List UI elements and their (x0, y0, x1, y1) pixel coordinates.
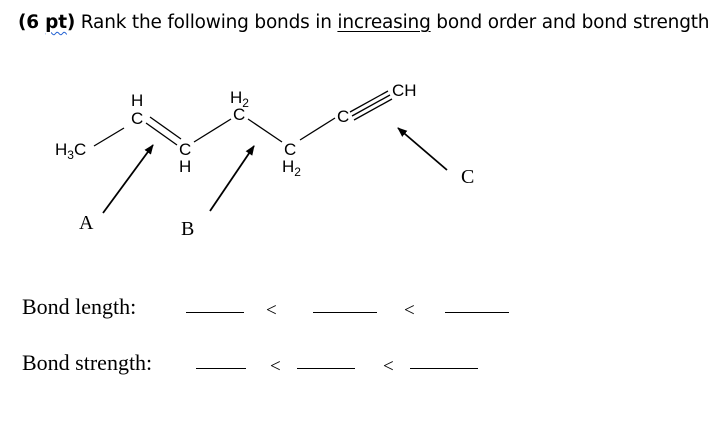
bond-c5-c6 (299, 117, 336, 141)
question-prompt: (6 pt) Rank the following bonds in incre… (18, 12, 710, 33)
bond-strength-blank-1[interactable] (196, 368, 246, 369)
bond-c4-c5 (247, 118, 283, 143)
bond-label-c: C (461, 166, 474, 188)
atom-c3-h: H (179, 157, 191, 176)
bond-strength-blank-3[interactable] (410, 368, 478, 369)
bond-strength-blank-2[interactable] (297, 368, 355, 369)
question-emphasis: increasing (337, 12, 431, 33)
arrow-c (397, 127, 448, 171)
bond-length-blank-2[interactable] (313, 312, 377, 313)
bond-length-separator-1: < (266, 300, 277, 321)
bond-c6-ch-triple-3 (353, 98, 393, 121)
bond-length-label: Bond length: (22, 294, 137, 319)
bond-c2-c3-double (145, 122, 178, 146)
spellcheck-underline: pt (45, 12, 67, 33)
bond-strength-separator-2: < (383, 356, 394, 377)
arrow-b (209, 145, 255, 212)
arrow-a (102, 144, 154, 214)
bond-c2-c3-double-inner (149, 116, 182, 140)
bond-strength-label: Bond strength: (22, 350, 153, 375)
bond-c3-c4 (193, 118, 232, 143)
atom-c4: C (233, 105, 245, 124)
bond-length-blank-1[interactable] (186, 312, 244, 313)
atom-c2: C (131, 109, 143, 128)
atom-c4-h2: H2 (230, 88, 249, 110)
atom-c5-h2: H2 (282, 157, 301, 179)
bond-label-a: A (79, 212, 94, 234)
bond-c6-ch-triple-2 (351, 94, 391, 117)
atom-c2-h: H (131, 91, 143, 110)
bond-label-b: B (181, 218, 194, 240)
question-text-after: bond order and bond strength (430, 12, 710, 33)
atom-c3: C (179, 140, 191, 159)
atom-ch: CH (392, 81, 417, 100)
bond-length-blank-3[interactable] (445, 312, 509, 313)
bond-length-separator-2: < (404, 300, 415, 321)
point-value: (6 pt) (18, 12, 76, 33)
question-text-before: Rank the following bonds in (75, 12, 338, 33)
atom-c5: C (284, 140, 296, 159)
atom-h3c: H3C (55, 140, 86, 162)
bond-ch3-c2 (93, 127, 125, 147)
bond-strength-separator-1: < (270, 356, 281, 377)
bond-c6-ch-triple-1 (349, 90, 389, 113)
atom-c6: C (337, 107, 349, 126)
